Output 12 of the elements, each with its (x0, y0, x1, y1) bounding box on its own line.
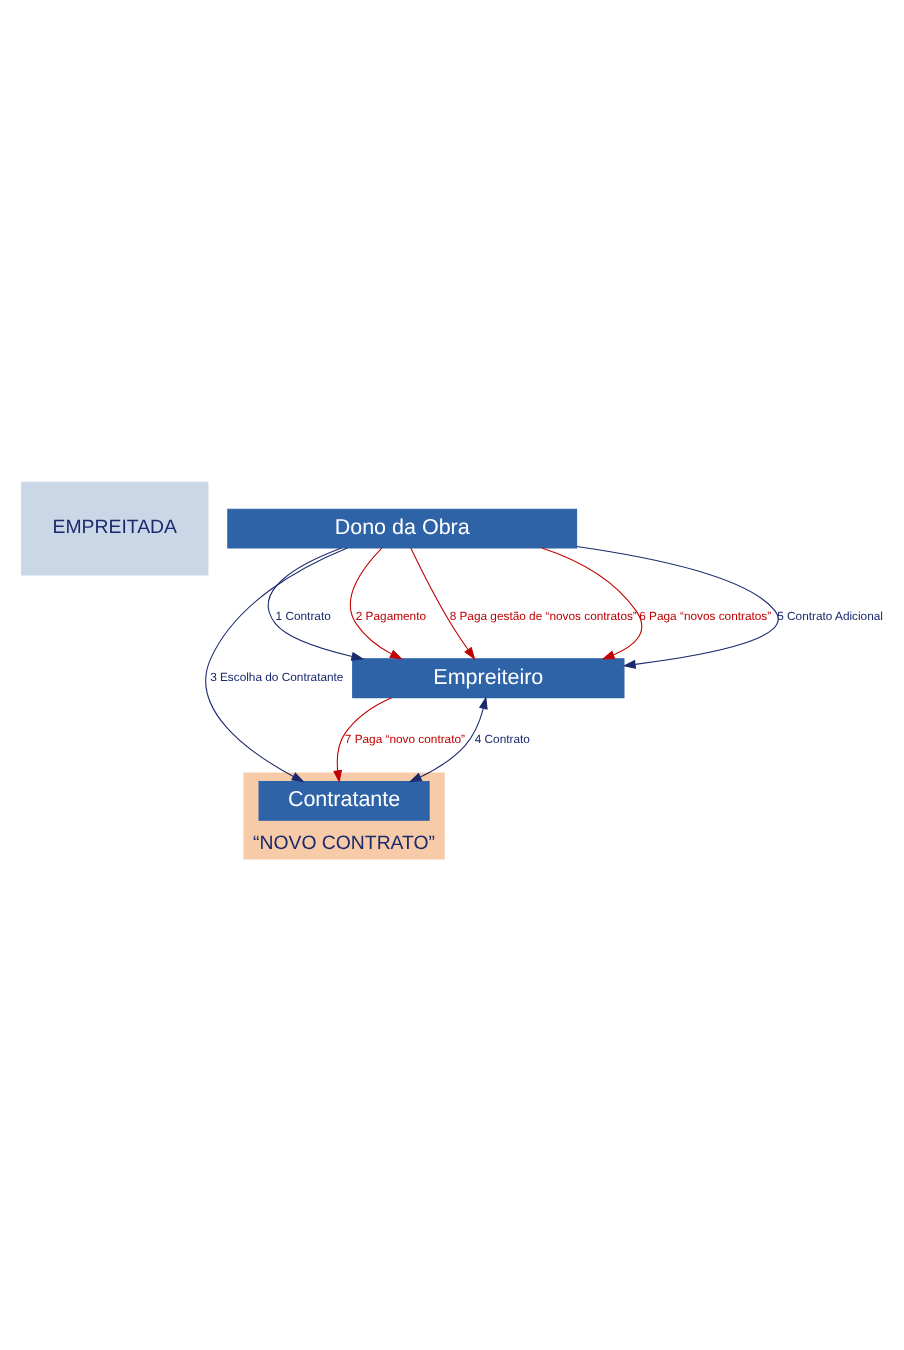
node-box: Contratante (258, 781, 430, 821)
arrow (205, 547, 348, 783)
arrow (349, 547, 403, 660)
arrow (333, 697, 393, 784)
arrow (410, 547, 476, 660)
node-box: Dono da Obra (227, 508, 578, 549)
arrow (576, 545, 779, 669)
node-box: Empreiteiro (352, 658, 625, 699)
arrow (267, 547, 365, 661)
arrow (408, 696, 488, 783)
arrow (541, 547, 643, 660)
node-box: EMPREITADA (21, 481, 209, 576)
